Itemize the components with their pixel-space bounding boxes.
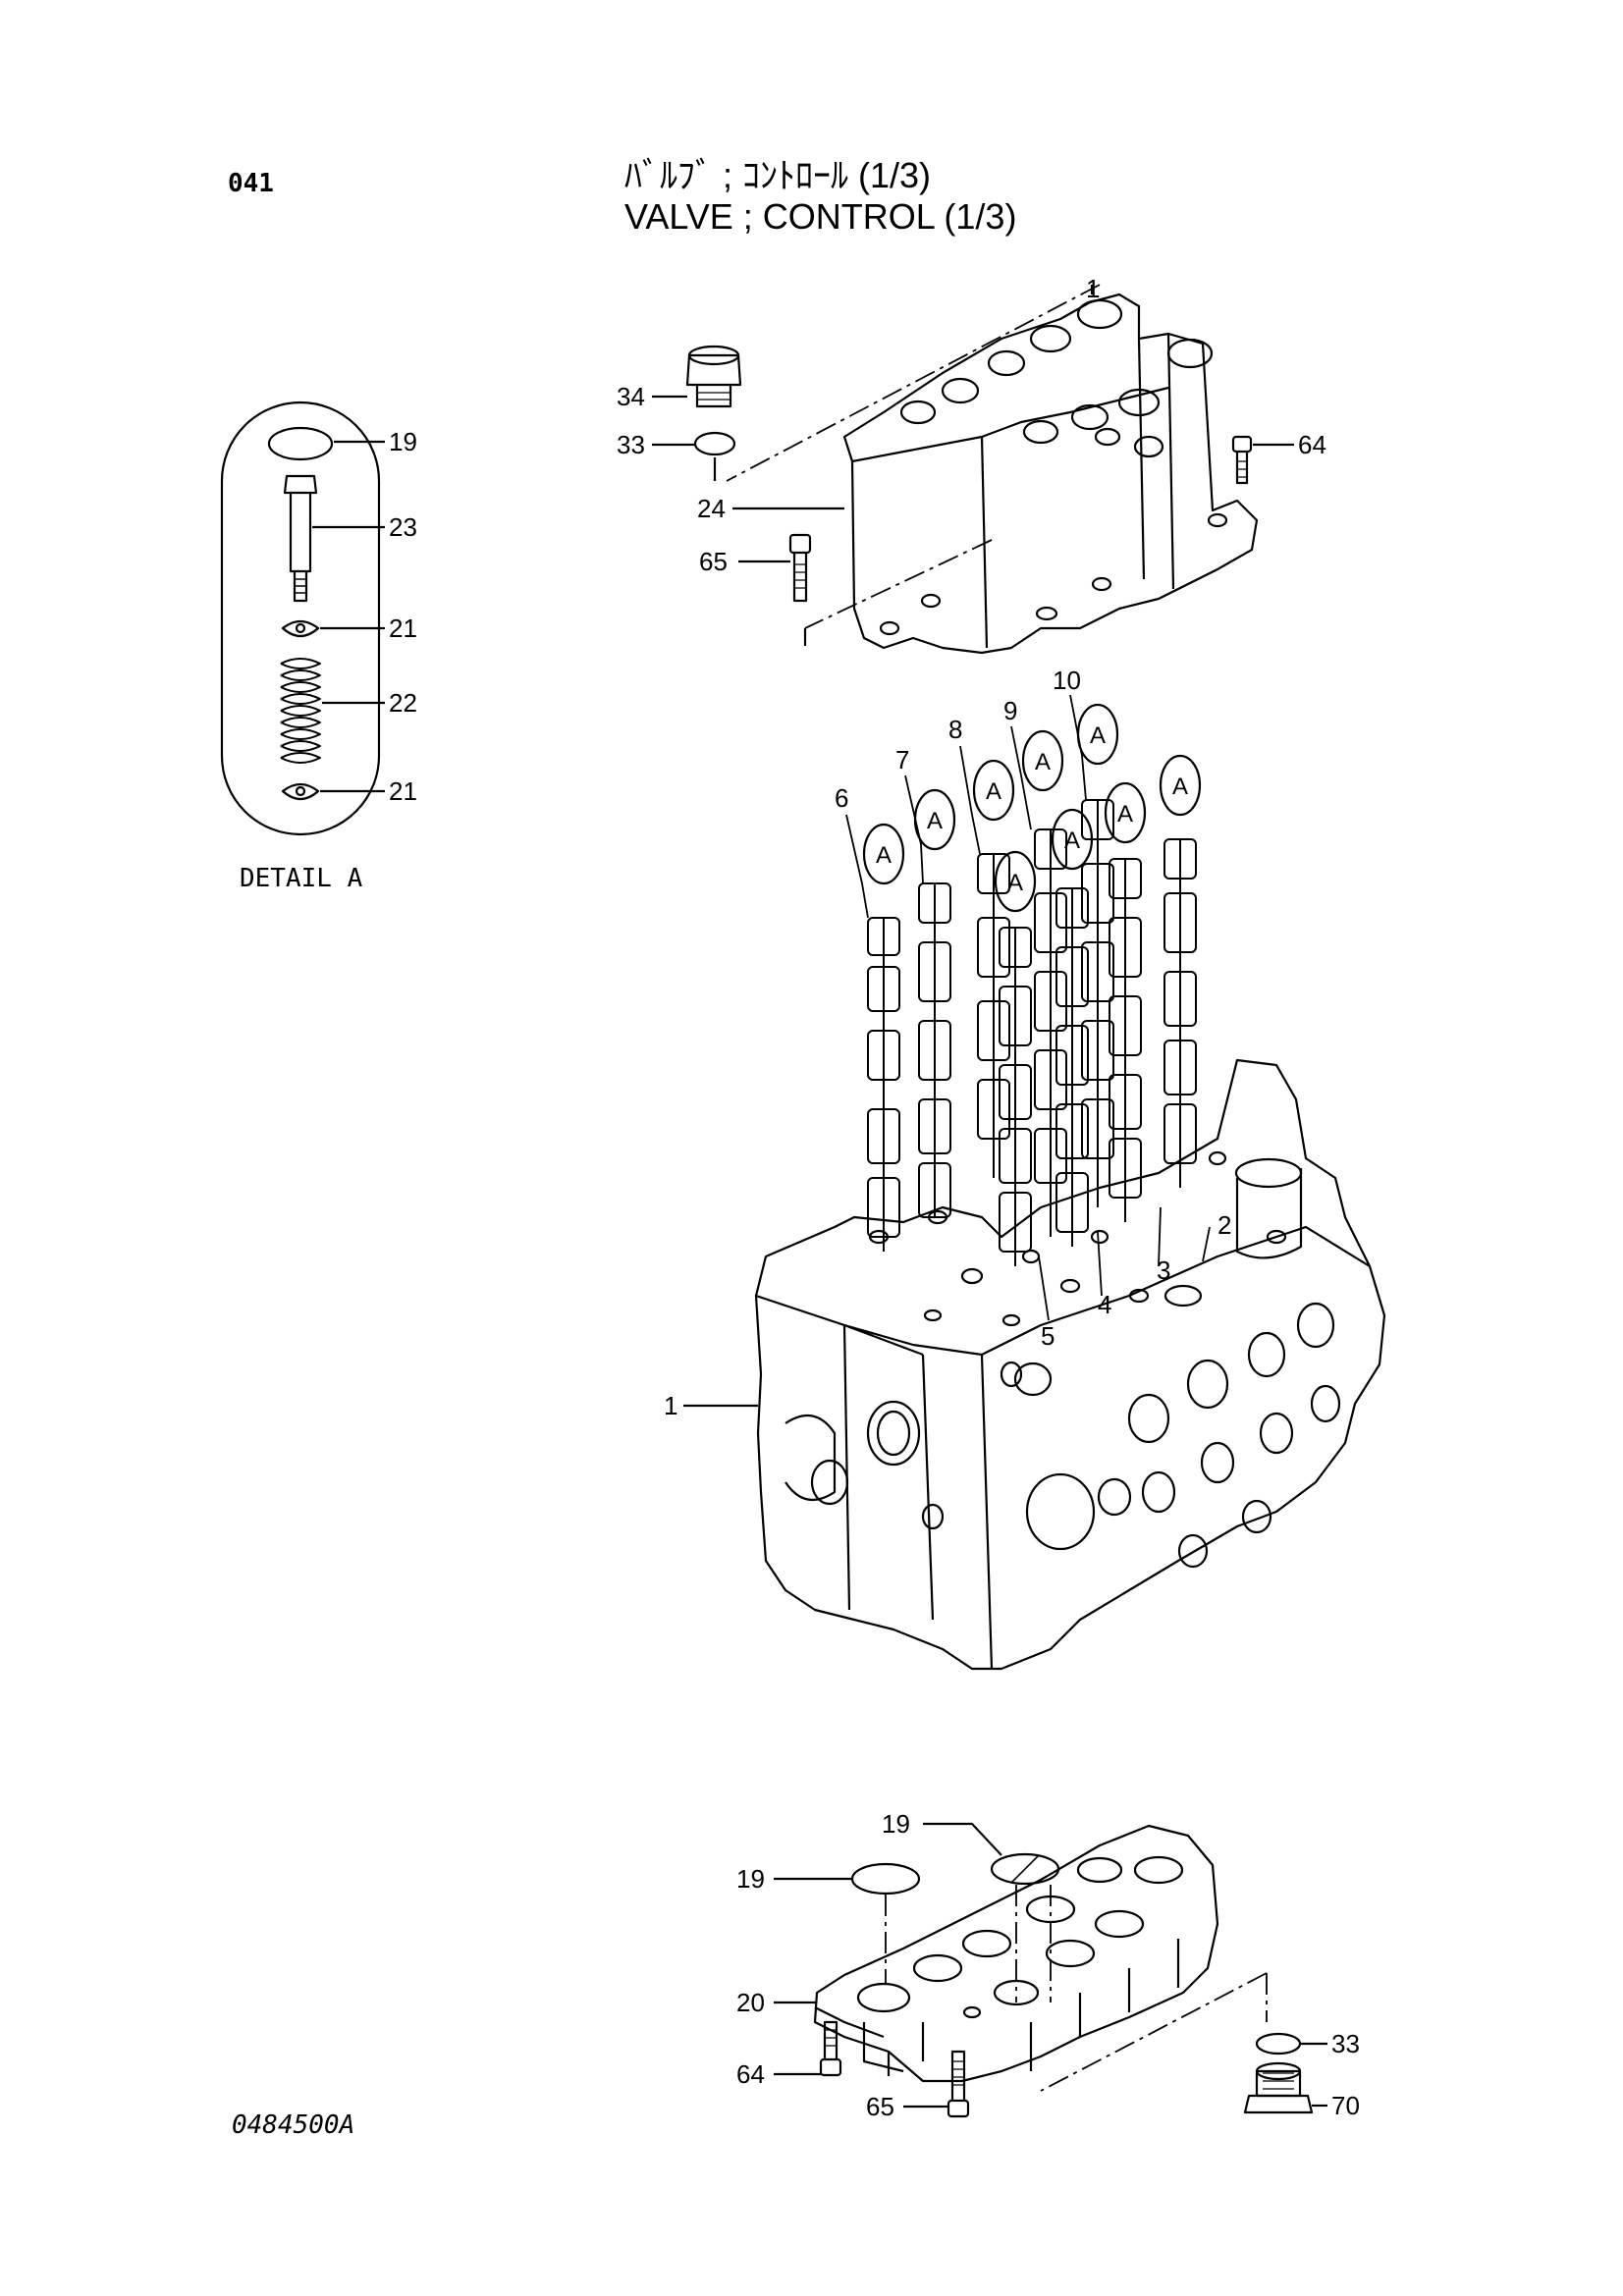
callout-label: 6	[835, 783, 848, 813]
balloon-a-label: A	[876, 842, 892, 869]
callout-label: 1	[1086, 274, 1100, 303]
title-japanese: ﾊﾞﾙﾌﾞ ; ｺﾝﾄﾛｰﾙ (1/3)	[624, 155, 932, 195]
plug-part	[1243, 2061, 1314, 2114]
callout-label: 19	[882, 1809, 910, 1839]
balloon-a-label: A	[927, 808, 943, 834]
balloon-a-label: A	[1035, 749, 1051, 775]
callout-label: 10	[1053, 666, 1081, 695]
balloon-a-label: A	[1117, 801, 1133, 828]
bottom-cover-callouts: 19 19 20 64 65 33 70	[736, 1809, 1360, 2121]
detail-a-group	[220, 400, 385, 836]
bolt-part	[788, 533, 812, 603]
o-ring-part	[1255, 2032, 1302, 2056]
drawing-id: 0484500A	[232, 2110, 355, 2140]
cover-housing-part	[842, 293, 1259, 655]
spool-part	[1163, 838, 1197, 1188]
detail-a-reference-balloons	[862, 703, 1202, 913]
balloon-a-label: A	[1172, 774, 1188, 800]
callout-label: 2	[1217, 1210, 1231, 1240]
o-ring-part	[850, 1862, 921, 1896]
spool-part	[977, 853, 1010, 1178]
spring-part	[280, 658, 321, 764]
spool-leaders	[845, 694, 1211, 1321]
balloon-a	[972, 759, 1015, 822]
o-ring-part	[693, 431, 736, 456]
callout-label: 21	[389, 776, 417, 806]
balloon-a	[994, 850, 1037, 913]
title-english: VALVE ; CONTROL (1/3)	[624, 196, 1017, 237]
spool-part	[999, 927, 1032, 1266]
callout-label: 5	[1041, 1321, 1055, 1351]
alignment-line	[885, 1885, 1268, 2092]
detail-a-callouts: 19 23 21 22 21	[389, 427, 417, 806]
balloon-a	[1104, 781, 1147, 844]
spool-part	[1109, 858, 1142, 1222]
plug-part	[685, 345, 742, 408]
detail-a-frame	[220, 400, 381, 836]
callout-label: 3	[1157, 1255, 1170, 1285]
balloon-a-label: A	[986, 778, 1001, 805]
spools-group	[867, 799, 1197, 1266]
balloon-labels: A A A A A A A A A	[876, 722, 1188, 896]
top-cover-callouts: 1 34 33 24 65 64	[617, 274, 1326, 576]
callout-label: 33	[617, 430, 645, 459]
callout-label: 19	[736, 1864, 765, 1894]
valve-body-part	[754, 1058, 1386, 1671]
callout-label: 19	[389, 427, 417, 456]
balloon-a-label: A	[1064, 828, 1080, 854]
callout-label: 64	[1298, 430, 1326, 459]
spool-callouts: 6 7 8 9 10 2 3 4 5	[835, 666, 1231, 1351]
callout-label: 20	[736, 1988, 765, 2017]
bolt-part	[1231, 435, 1253, 485]
spring-seat-part	[281, 782, 320, 801]
detail-a-caption: DETAIL A	[240, 864, 363, 893]
spool-part	[867, 917, 900, 1252]
callout-label: 8	[948, 715, 962, 744]
balloon-a	[862, 823, 905, 885]
bottom-cover-group	[774, 1822, 1327, 2118]
spool-part	[918, 882, 951, 1218]
callout-label: 33	[1331, 2029, 1360, 2058]
callout-label: 7	[895, 745, 909, 774]
top-cover-group	[652, 284, 1294, 655]
alignment-line	[726, 284, 1101, 629]
bolt-part	[947, 2050, 970, 2118]
balloon-a-label: A	[1090, 722, 1106, 749]
callout-label: 23	[389, 512, 417, 542]
o-ring-part	[267, 426, 334, 461]
spring-seat-part	[281, 619, 320, 638]
callout-label: 65	[866, 2092, 894, 2121]
callout-label: 65	[699, 547, 728, 576]
callout-label: 34	[617, 382, 645, 411]
spool-part	[1055, 887, 1089, 1247]
page-number: 041	[228, 169, 274, 198]
balloon-a	[1051, 808, 1094, 871]
callout-label: 22	[389, 688, 417, 718]
balloon-a	[1021, 729, 1064, 792]
callout-label: 24	[697, 494, 726, 523]
callout-label: 70	[1331, 2091, 1360, 2120]
spool-part	[1034, 828, 1067, 1237]
bolt-part	[819, 2020, 842, 2077]
callout-label: 9	[1003, 696, 1017, 725]
spool-part	[1081, 799, 1114, 1207]
main-body-callouts: 1	[664, 1391, 677, 1420]
balloon-a-label: A	[1007, 870, 1023, 896]
bolt-part	[283, 474, 318, 603]
balloon-a	[1159, 754, 1202, 817]
callout-label: 64	[736, 2059, 765, 2089]
callout-label: 21	[389, 614, 417, 643]
callout-label: 1	[664, 1391, 677, 1420]
